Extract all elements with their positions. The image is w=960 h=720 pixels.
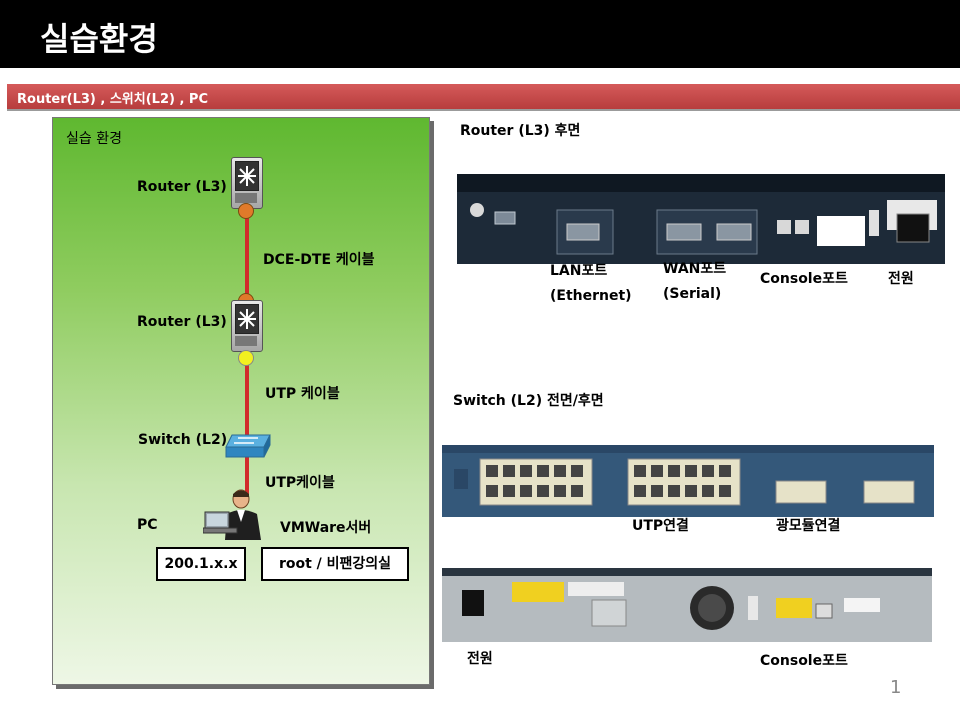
pc-label: PC bbox=[137, 517, 158, 533]
router-base bbox=[235, 336, 257, 346]
lan-port-label: LAN포트 bbox=[550, 260, 607, 280]
router2-label: Router (L3) bbox=[137, 314, 227, 330]
cable3-label: UTP케이블 bbox=[265, 472, 335, 492]
router1-label: Router (L3) bbox=[137, 179, 227, 195]
cable2-label: UTP 케이블 bbox=[265, 383, 340, 403]
serial-port-dot bbox=[238, 203, 254, 219]
router-icon bbox=[231, 300, 263, 352]
router-console-label: Console포트 bbox=[760, 268, 848, 288]
wan-port-sub: (Serial) bbox=[663, 286, 721, 302]
lan-port-sub: (Ethernet) bbox=[550, 288, 632, 304]
title-bar: 실습환경 bbox=[0, 0, 960, 68]
section-label: Router(L3) , 스위치(L2) , PC bbox=[17, 88, 208, 107]
router-base bbox=[235, 193, 257, 203]
switch-front-photo bbox=[442, 445, 934, 517]
switch-power-label: 전원 bbox=[467, 648, 493, 668]
switch-console-label: Console포트 bbox=[760, 650, 848, 670]
server-label: VMWare서버 bbox=[280, 517, 371, 537]
switch-label: Switch (L2) bbox=[138, 432, 227, 448]
ethernet-port-dot bbox=[238, 350, 254, 366]
cable1-label: DCE-DTE 케이블 bbox=[263, 249, 375, 269]
router-face bbox=[235, 304, 259, 334]
page-title: 실습환경 bbox=[40, 14, 158, 60]
switch-icon bbox=[224, 433, 272, 461]
page-number: 1 bbox=[890, 677, 901, 698]
router-power-label: 전원 bbox=[888, 268, 914, 288]
panel-title: 실습 환경 bbox=[66, 128, 122, 148]
router-icon bbox=[231, 157, 263, 209]
wan-port-label: WAN포트 bbox=[663, 258, 726, 278]
utp-cable-1 bbox=[245, 360, 249, 440]
router-face bbox=[235, 161, 259, 191]
switch-rear-photo bbox=[442, 568, 932, 642]
pc-user-icon bbox=[203, 488, 265, 540]
switch-heading: Switch (L2) 전면/후면 bbox=[453, 390, 604, 410]
router-rear-photo bbox=[457, 170, 947, 268]
account-box: root / 비팬강의실 bbox=[261, 547, 409, 581]
fiber-module-label: 광모듈연결 bbox=[776, 515, 840, 535]
section-bar: Router(L3) , 스위치(L2) , PC bbox=[7, 84, 960, 111]
router-rear-heading: Router (L3) 후면 bbox=[460, 120, 580, 140]
dce-dte-cable bbox=[245, 210, 249, 305]
utp-connection-label: UTP연결 bbox=[632, 515, 689, 535]
ip-address-box: 200.1.x.x bbox=[156, 547, 246, 581]
